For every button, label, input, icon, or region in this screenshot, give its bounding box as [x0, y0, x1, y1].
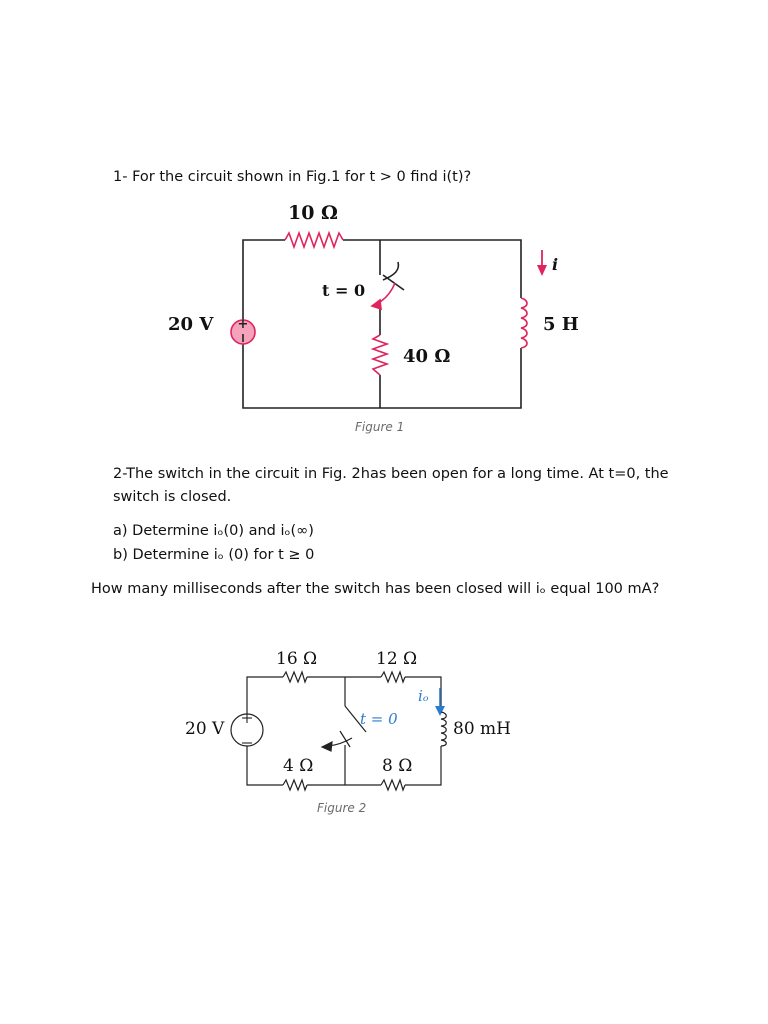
problem-2-part-b: b) Determine iₒ (0) for t ≥ 0	[113, 547, 315, 563]
resistor-10-ohm	[284, 230, 344, 250]
label-switch-t0-fig2: t = 0	[360, 710, 398, 728]
label-20v-source-fig2: 20 V	[185, 719, 225, 739]
resistor-40-ohm	[370, 334, 390, 376]
switch-figure-2	[320, 705, 367, 752]
label-4-ohm: 4 Ω	[283, 756, 314, 776]
figure-2-caption: Figure 2	[317, 801, 367, 815]
problem-2-followup: How many milliseconds after the switch h…	[91, 581, 660, 597]
problem-2-part-a: a) Determine iₒ(0) and iₒ(∞)	[113, 523, 314, 539]
figure-1-wires	[242, 239, 522, 409]
inductor-80mh	[440, 711, 447, 747]
resistor-8-ohm	[380, 778, 406, 792]
problem-1-question: 1- For the circuit shown in Fig.1 for t …	[113, 169, 472, 185]
current-arrow-io	[435, 688, 445, 716]
svg-text:+: +	[238, 317, 249, 332]
resistor-12-ohm	[380, 670, 406, 684]
label-5h-inductor: 5 H	[543, 314, 579, 335]
resistor-4-ohm	[282, 778, 308, 792]
label-current-io: iₒ	[418, 687, 429, 705]
resistor-16-ohm	[282, 670, 308, 684]
label-16-ohm: 16 Ω	[276, 649, 318, 669]
problem-2-question-line-1: 2-The switch in the circuit in Fig. 2has…	[113, 466, 669, 482]
label-40-ohm: 40 Ω	[403, 346, 451, 367]
label-80mh-inductor: 80 mH	[453, 719, 511, 739]
label-12-ohm: 12 Ω	[376, 649, 418, 669]
inductor-5h	[520, 297, 528, 349]
switch-figure-1	[370, 261, 405, 311]
current-arrow-i	[537, 250, 547, 276]
figure-2-wires	[246, 676, 442, 786]
figure-1-caption: Figure 1	[355, 420, 405, 434]
label-20v-source: 20 V	[168, 314, 214, 335]
label-8-ohm: 8 Ω	[382, 756, 413, 776]
problem-2-question-line-2: switch is closed.	[113, 489, 232, 505]
label-switch-t0: t = 0	[322, 281, 366, 300]
label-current-i: i	[552, 255, 559, 274]
label-10-ohm: 10 Ω	[288, 202, 338, 224]
voltage-source-20v: +	[230, 317, 256, 345]
voltage-source-20v-fig2	[230, 713, 264, 747]
